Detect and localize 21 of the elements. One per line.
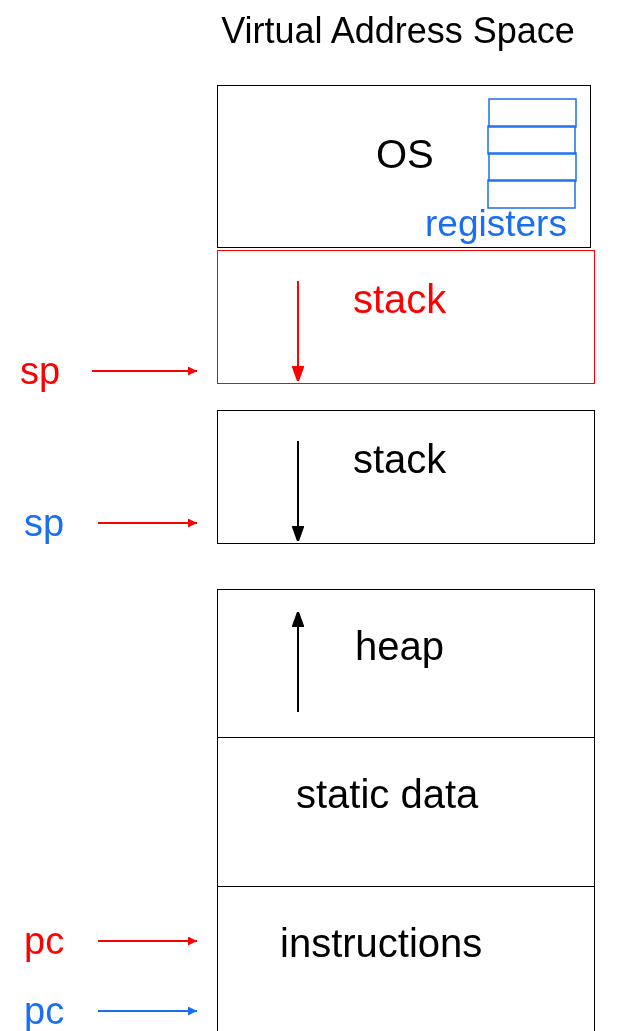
- segment-label: stack: [353, 279, 447, 319]
- segment-label: heap: [355, 626, 444, 666]
- arrow: [97, 936, 198, 946]
- arrow: [91, 366, 198, 376]
- segment-label: OS: [376, 134, 434, 174]
- memory-segment: [217, 250, 595, 384]
- diagram-title: Virtual Address Space: [220, 10, 576, 52]
- memory-segment: [217, 410, 595, 544]
- pointer-label: pc: [24, 920, 72, 962]
- segment-label: instructions: [280, 923, 483, 963]
- segment-label: static data: [296, 774, 479, 814]
- pointer-label: sp: [20, 350, 66, 392]
- arrow: [97, 518, 198, 528]
- arrow: [97, 1006, 198, 1016]
- pointer-label: sp: [24, 502, 72, 544]
- memory-segment: [217, 886, 595, 1031]
- memory-segment: [217, 737, 595, 887]
- memory-segment: [217, 85, 591, 248]
- segment-label: stack: [353, 439, 447, 479]
- memory-segment: [217, 589, 595, 738]
- register-label: registers: [425, 205, 567, 242]
